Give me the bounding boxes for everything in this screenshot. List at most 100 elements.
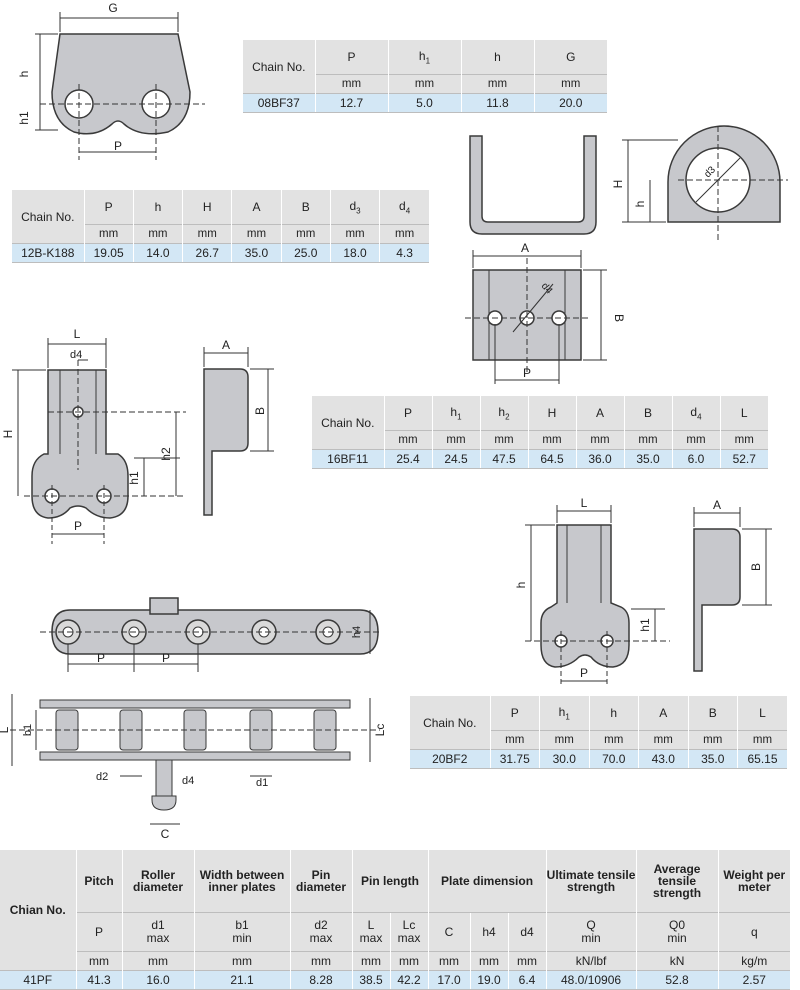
value-cell: 6.0 <box>671 449 720 469</box>
dim-A: A <box>521 241 529 255</box>
dim-L: L <box>581 496 588 510</box>
symbol-text: d1 <box>151 918 165 932</box>
value-cell: 25.4 <box>383 449 432 469</box>
chain-no-cell: 12B-K188 <box>12 243 84 263</box>
dim-C: C <box>161 827 170 841</box>
symbol-sub: min <box>667 931 687 945</box>
symbol-header: h4 <box>469 912 508 952</box>
col-header: L <box>719 396 768 431</box>
symbol-header: d4 <box>507 912 547 952</box>
group-header: Pitch <box>75 850 122 913</box>
dim-h: h <box>514 582 528 589</box>
value-cell: 35.0 <box>623 449 672 469</box>
col-header: h <box>460 40 534 75</box>
col-header: H <box>527 396 576 431</box>
col-header-sub: 1 <box>425 56 431 66</box>
unit-cell: mm <box>83 224 134 244</box>
unit-cell: mm <box>314 74 388 94</box>
col-header: A <box>638 696 688 731</box>
chain-no-label: Chain No. <box>312 396 384 450</box>
col-header: h <box>588 696 639 731</box>
dim-P: P <box>523 366 531 380</box>
symbol-text: P <box>94 924 103 939</box>
spec-table-12b-k188: Chain No. P h H A B d3 d4 mm mm mm mm mm… <box>12 190 429 263</box>
unit-cell: mm <box>121 951 194 971</box>
unit-cell: mm <box>289 951 352 971</box>
unit-cell: kN/lbf <box>545 951 637 971</box>
unit-cell: mm <box>687 730 738 750</box>
dim-B: B <box>749 563 763 571</box>
symbol-header: q <box>717 912 791 952</box>
value-cell: 48.0/10906 <box>545 970 637 990</box>
unit-cell: mm <box>719 430 768 450</box>
dim-h: h <box>633 201 647 208</box>
col-header: B <box>280 190 331 225</box>
unit-cell: mm <box>182 224 232 244</box>
group-header: Ultimate tensile strength <box>545 850 637 913</box>
group-header: Pin length <box>351 850 428 913</box>
group-header: Width between inner plates <box>193 850 290 913</box>
unit-cell: mm <box>479 430 528 450</box>
col-header: h1 <box>431 396 480 431</box>
value-cell: 5.0 <box>387 93 461 113</box>
attachment-16bf11-front-drawing: L d4 H h2 h1 P <box>1 327 186 544</box>
unit-cell: mm <box>389 951 428 971</box>
value-cell: 19.05 <box>83 243 134 263</box>
attachment-16bf11-side-drawing: A B <box>203 338 274 516</box>
col-header: d4 <box>379 190 429 225</box>
symbol-sub: min <box>581 931 601 945</box>
dim-B: B <box>253 407 267 415</box>
group-header: Roller diameter <box>121 850 194 913</box>
col-header: P <box>83 190 134 225</box>
symbol-header: C <box>427 912 470 952</box>
unit-cell: mm <box>489 730 540 750</box>
symbol-text: Q <box>586 918 596 932</box>
chain-41pf-top-drawing: L b1 Lc d2 d1 d4 C <box>0 694 387 841</box>
u-bracket-side-drawing <box>469 135 597 235</box>
value-cell: 14.0 <box>132 243 183 263</box>
value-cell: 42.2 <box>389 970 428 990</box>
value-cell: 43.0 <box>638 749 688 769</box>
unit-cell: mm <box>638 730 688 750</box>
unit-cell: mm <box>507 951 547 971</box>
unit-cell: mm <box>623 430 672 450</box>
col-header: h <box>132 190 183 225</box>
chain-no-label: Chain No. <box>243 40 315 94</box>
col-header: d3 <box>329 190 380 225</box>
dim-h2: h2 <box>159 447 173 461</box>
col-header: h2 <box>479 396 528 431</box>
value-cell: 17.0 <box>427 970 470 990</box>
value-cell: 35.0 <box>687 749 738 769</box>
dim-P: P <box>162 651 170 665</box>
dim-A: A <box>713 498 721 512</box>
dim-L: L <box>74 327 81 341</box>
attachment-20bf2-side-drawing: A B <box>693 498 772 672</box>
spec-table-16bf11: Chain No. P h1 h2 H A B d4 L mm mm mm mm… <box>312 396 768 469</box>
chain-41pf-side-drawing: h4 P P <box>40 597 380 672</box>
value-cell: 20.0 <box>533 93 607 113</box>
unit-cell: kN <box>635 951 719 971</box>
value-cell: 52.7 <box>719 449 768 469</box>
symbol-header: P <box>75 912 122 952</box>
dim-H: H <box>1 430 15 439</box>
dim-d4: d4 <box>182 775 194 787</box>
value-cell: 6.4 <box>507 970 547 990</box>
value-cell: 65.15 <box>737 749 787 769</box>
spec-table-20bf2: Chain No. P h1 h A B L mm mm mm mm mm mm… <box>410 696 787 769</box>
unit-cell: mm <box>539 730 589 750</box>
symbol-text: q <box>750 924 758 939</box>
unit-cell: mm <box>387 74 461 94</box>
dim-d1: d1 <box>256 777 268 789</box>
chain-no-cell: 20BF2 <box>410 749 490 769</box>
symbol-sub: max <box>397 931 421 945</box>
unit-cell: mm <box>460 74 534 94</box>
symbol-text: d2 <box>314 918 328 932</box>
unit-cell: mm <box>533 74 607 94</box>
unit-cell: mm <box>469 951 508 971</box>
dim-A: A <box>222 338 230 352</box>
dim-d2: d2 <box>96 771 108 783</box>
